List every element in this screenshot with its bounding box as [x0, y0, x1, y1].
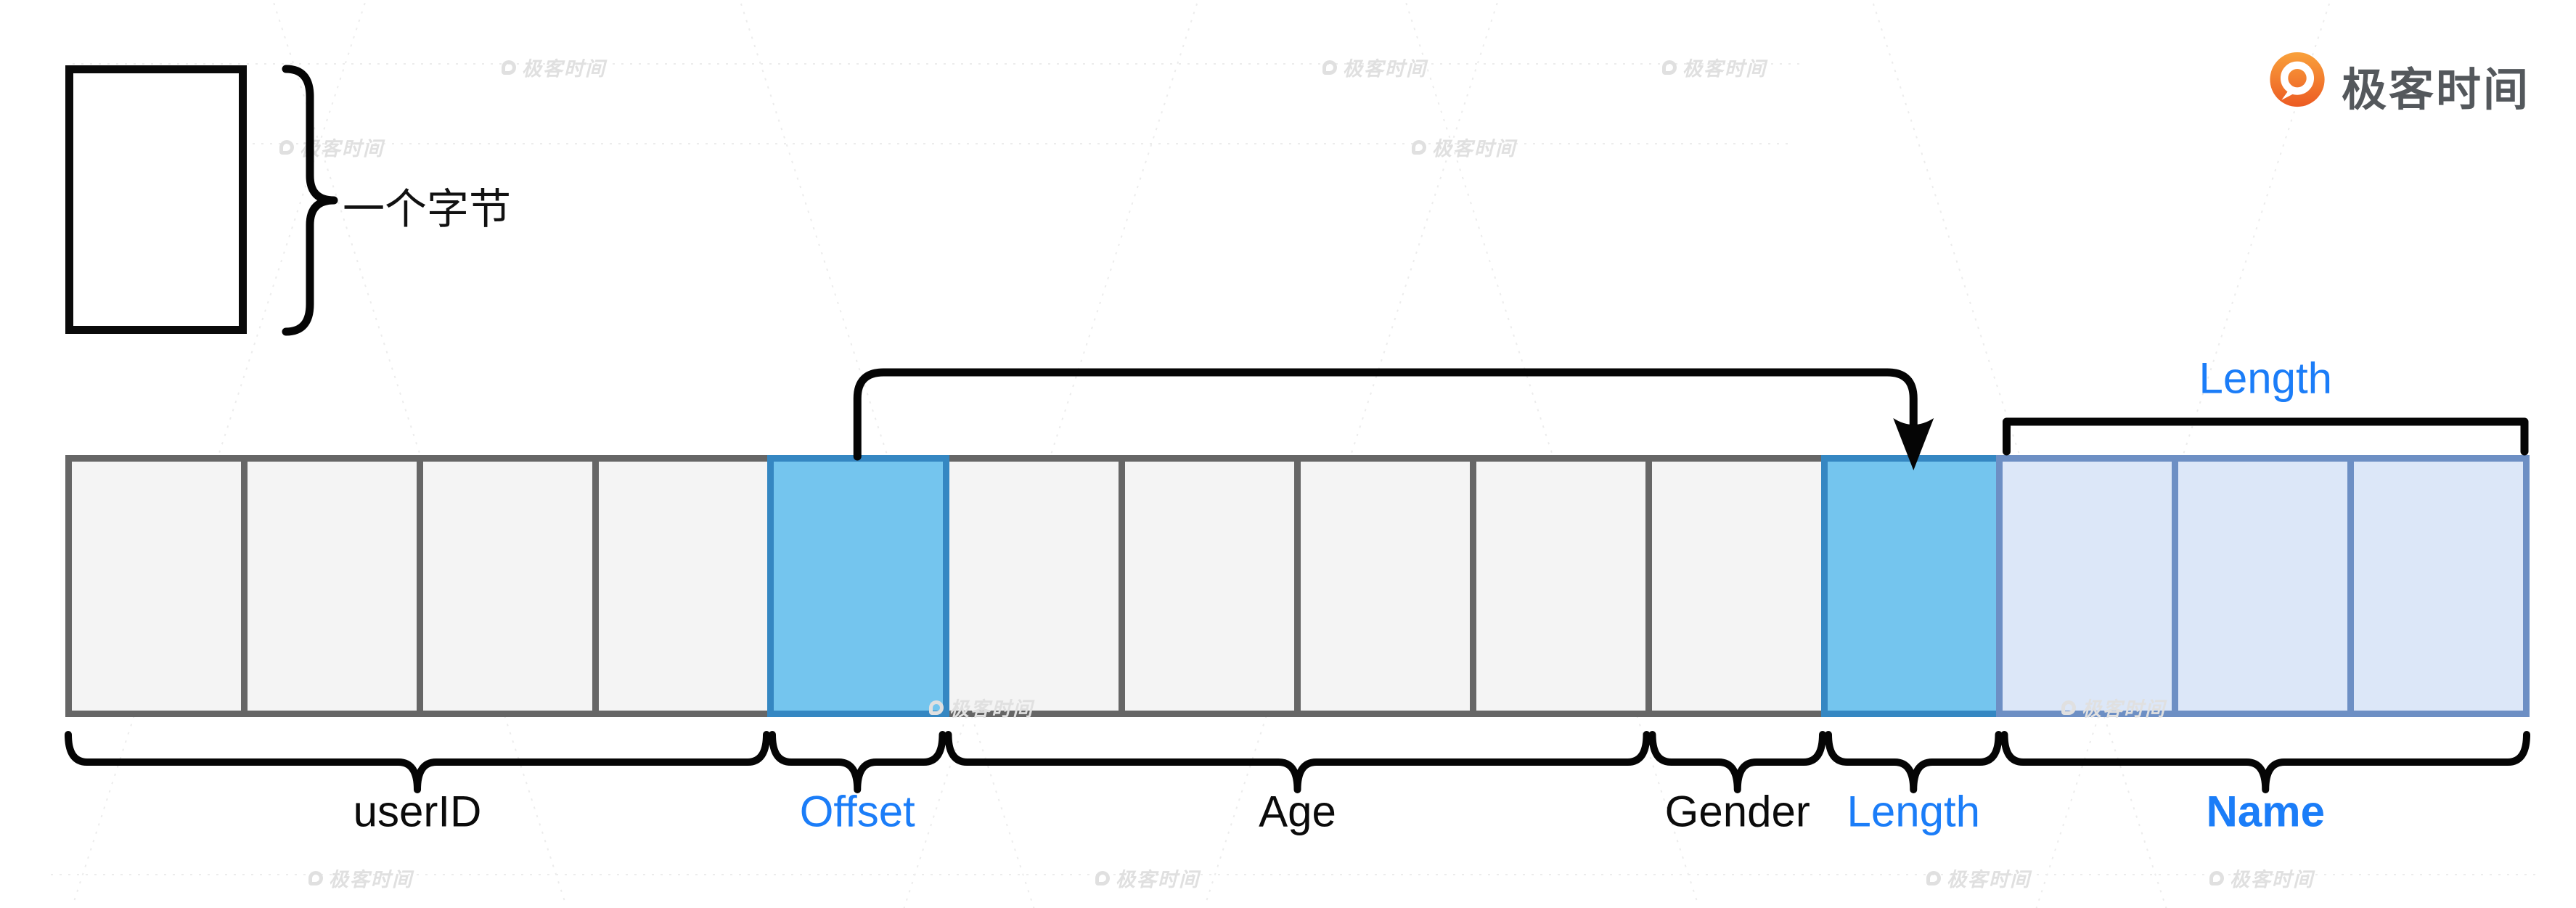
- watermark: 极客时间: [1322, 53, 1427, 81]
- cell-gender-1: [1645, 455, 1828, 717]
- brand-name: 极客时间: [2342, 65, 2531, 115]
- cell-age-4: [1469, 455, 1652, 717]
- watermark: 极客时间: [2061, 693, 2166, 721]
- watermark-text: 极客时间: [1432, 138, 1516, 160]
- watermark: 极客时间: [2209, 864, 2314, 892]
- name-span-length-label: Length: [2199, 353, 2333, 403]
- watermark-logo-icon: [1662, 60, 1677, 75]
- cell-userid-2: [240, 455, 423, 717]
- label-length: Length: [1847, 787, 1981, 836]
- cell-age-2: [1119, 455, 1301, 717]
- watermark: 极客时间: [279, 133, 384, 161]
- label-age: Age: [1259, 787, 1336, 836]
- label-userid: userID: [353, 787, 482, 836]
- watermark: 极客时间: [502, 53, 606, 81]
- watermark-text: 极客时间: [2082, 698, 2166, 720]
- cell-offset-1: [767, 455, 950, 717]
- watermark: 极客时间: [1095, 864, 1200, 892]
- label-gender: Gender: [1664, 787, 1810, 836]
- watermark: 极客时间: [1926, 864, 2031, 892]
- watermark-text: 极客时间: [522, 58, 606, 80]
- watermark-text: 极客时间: [1116, 869, 1200, 891]
- watermark-text: 极客时间: [1947, 869, 2031, 891]
- cell-userid-1: [65, 455, 248, 717]
- cell-name-1: [1996, 455, 2179, 717]
- cell-userid-3: [416, 455, 599, 717]
- watermark-text: 极客时间: [300, 138, 384, 160]
- single-byte-label: 一个字节: [343, 186, 512, 233]
- cell-length-1: [1820, 455, 2003, 717]
- watermark-logo-icon: [308, 870, 323, 885]
- watermark-logo-icon: [279, 139, 294, 155]
- watermark-logo-icon: [1095, 870, 1110, 885]
- cell-userid-4: [592, 455, 774, 717]
- byte-array-row: [65, 455, 2530, 717]
- cell-name-3: [2347, 455, 2530, 717]
- watermark-text: 极客时间: [329, 869, 413, 891]
- label-name: Name: [2206, 787, 2325, 836]
- watermark: 极客时间: [308, 864, 413, 892]
- geektime-pin-icon: [2270, 52, 2325, 112]
- cell-name-2: [2172, 455, 2355, 717]
- brand-logo: 极客时间: [2263, 48, 2530, 123]
- watermark-logo-icon: [929, 700, 944, 715]
- watermark-text: 极客时间: [2230, 869, 2314, 891]
- watermark-logo-icon: [502, 60, 516, 75]
- label-offset: Offset: [799, 787, 915, 836]
- cell-age-3: [1294, 455, 1476, 717]
- watermark-text: 极客时间: [1343, 58, 1427, 80]
- watermark-logo-icon: [2061, 700, 2076, 715]
- watermark: 极客时间: [1412, 133, 1516, 161]
- watermark-text: 极客时间: [1682, 58, 1767, 80]
- watermark-logo-icon: [1322, 60, 1337, 75]
- watermark-logo-icon: [1412, 139, 1426, 155]
- watermark: 极客时间: [929, 693, 1034, 721]
- watermark: 极客时间: [1662, 53, 1767, 81]
- watermark-logo-icon: [1926, 870, 1941, 885]
- watermark-text: 极客时间: [949, 698, 1034, 720]
- single-byte-box: [65, 65, 247, 334]
- cell-age-1: [943, 455, 1126, 717]
- watermark-logo-icon: [2209, 870, 2224, 885]
